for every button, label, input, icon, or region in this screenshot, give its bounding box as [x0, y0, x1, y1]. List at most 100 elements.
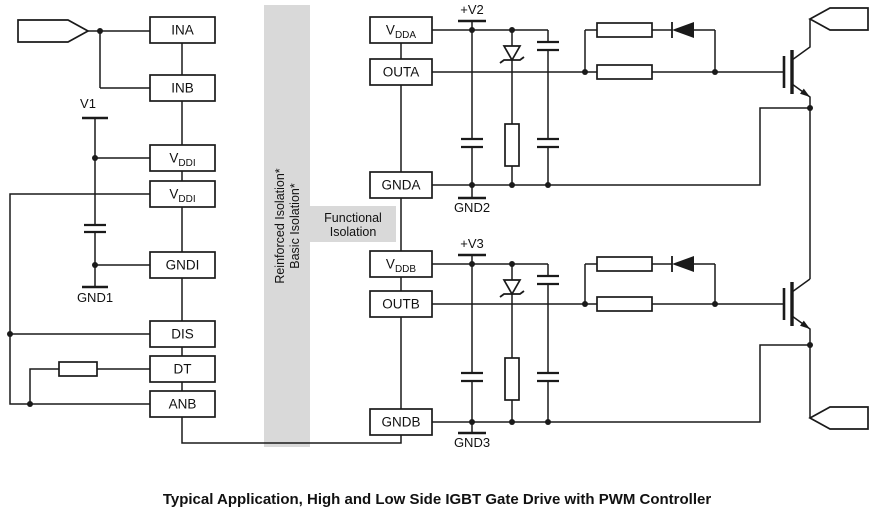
junction-dot	[509, 261, 515, 267]
zener-diode-b-cathode-bar	[499, 290, 525, 298]
pin-inb: INB	[149, 74, 216, 102]
pin-label: VDDI	[169, 187, 195, 206]
pin-box	[369, 171, 433, 199]
bias-resistor-a	[504, 123, 520, 167]
junction-dot	[509, 419, 515, 425]
igbt-emitter-wire	[791, 315, 811, 418]
pin-box	[149, 180, 216, 208]
junction-dot	[807, 342, 813, 348]
pin-outa: OUTA	[369, 58, 433, 86]
pin-box	[369, 58, 433, 86]
dc-plus-connector	[808, 7, 869, 31]
gnd1-label: GND1	[77, 290, 113, 305]
pin-box	[149, 74, 216, 102]
junction-dot	[92, 262, 98, 268]
capacitor-pair-a	[537, 40, 559, 149]
junction-dot	[545, 182, 551, 188]
igbt-high-side	[782, 19, 811, 279]
pin-label: VDDA	[386, 23, 416, 42]
junction-dot	[92, 155, 98, 161]
junction-dot	[545, 419, 551, 425]
deadtime-resistor	[58, 361, 98, 377]
junction-dot	[469, 261, 475, 267]
igbt-half-bridge	[782, 7, 869, 430]
pin-box	[149, 16, 216, 44]
pin-dt: DT	[149, 355, 216, 383]
pin-box	[149, 251, 216, 279]
junction-dot	[807, 105, 813, 111]
pin-vddi-2: VDDI	[149, 180, 216, 208]
igbt-low-side	[782, 278, 811, 418]
input-side-circuit: V1 GND1	[7, 19, 150, 407]
gnd3-label: GND3	[454, 435, 490, 450]
gate-resistor-b-top	[596, 256, 653, 272]
pin-label: DIS	[171, 327, 194, 342]
junction-dot	[582, 301, 588, 307]
junction-dot	[509, 27, 515, 33]
pin-box	[149, 320, 216, 348]
junction-dot	[469, 182, 475, 188]
junction-dot	[712, 301, 718, 307]
v1-net-wire	[94, 118, 150, 287]
pin-label: OUTA	[383, 65, 420, 80]
v2-label: +V2	[460, 2, 484, 17]
pin-vddb: VDDB	[369, 250, 433, 278]
pin-vdda: VDDA	[369, 16, 433, 44]
gnda-rail-wire	[432, 107, 810, 198]
pin-label: INB	[171, 81, 194, 96]
junction-dot	[582, 69, 588, 75]
bypass-capacitor-b	[461, 371, 483, 383]
igbt-collector-wire	[791, 278, 811, 293]
pin-box	[149, 144, 216, 172]
right-pin-boxes: VDDA OUTA GNDA VDDB OUTB GNDB	[369, 16, 433, 436]
pin-dis: DIS	[149, 320, 216, 348]
bypass-capacitor-a	[461, 137, 483, 149]
pin-box	[149, 390, 216, 418]
vddb-rail-wire	[432, 255, 548, 265]
pin-label: GNDA	[381, 178, 420, 193]
pwm-input-wire	[88, 30, 150, 89]
functional-isolation-label-line2: Isolation	[330, 225, 377, 239]
capacitor-pair-b	[537, 274, 559, 383]
zener-diode-b	[502, 279, 522, 296]
dt-resistor-wire	[29, 368, 150, 404]
v1-label: V1	[80, 96, 96, 111]
zener-diode-a-cathode-bar	[499, 56, 525, 64]
junction-dot	[469, 27, 475, 33]
junction-dot	[7, 331, 13, 337]
left-loop-wire	[9, 193, 150, 405]
junction-dot	[469, 419, 475, 425]
pin-gndb: GNDB	[369, 408, 433, 436]
vdda-rail-wire	[432, 21, 548, 31]
v3-label: +V3	[460, 236, 484, 251]
reinforced-isolation-label: Reinforced Isolation*	[273, 168, 287, 283]
pin-label: VDDI	[169, 151, 195, 170]
igbt-emitter-phase-wire	[791, 83, 811, 279]
left-pin-boxes: INA INB VDDI VDDI GNDI DIS DT ANB	[149, 16, 216, 418]
igbt-collector-wire	[791, 19, 811, 61]
ic-pin-chain-wire	[181, 43, 402, 444]
gate-diode-b	[672, 256, 694, 272]
pin-label: GNDI	[166, 258, 200, 273]
pin-label: DT	[174, 362, 192, 377]
functional-isolation-label-line1: Functional	[324, 211, 382, 225]
junction-dot	[27, 401, 33, 407]
isolation-barrier: Reinforced Isolation* Basic Isolation* F…	[264, 5, 396, 447]
channel-b-output-circuit: +V3 GND3	[432, 236, 810, 450]
pin-anb: ANB	[149, 390, 216, 418]
igbt-emitter-arrow	[800, 88, 810, 97]
pin-gndi: GNDI	[149, 251, 216, 279]
gate-resistor-b-bottom	[596, 296, 653, 312]
pin-box	[149, 355, 216, 383]
gate-diode-a	[672, 22, 694, 38]
figure-caption: Typical Application, High and Low Side I…	[163, 491, 712, 508]
junction-dot	[97, 28, 103, 34]
junction-dot	[712, 69, 718, 75]
pin-outb: OUTB	[369, 290, 433, 318]
gnd2-label: GND2	[454, 200, 490, 215]
functional-isolation-tab	[310, 206, 396, 242]
gate-resistor-a-bottom	[596, 64, 653, 80]
pin-label: INA	[171, 23, 194, 38]
